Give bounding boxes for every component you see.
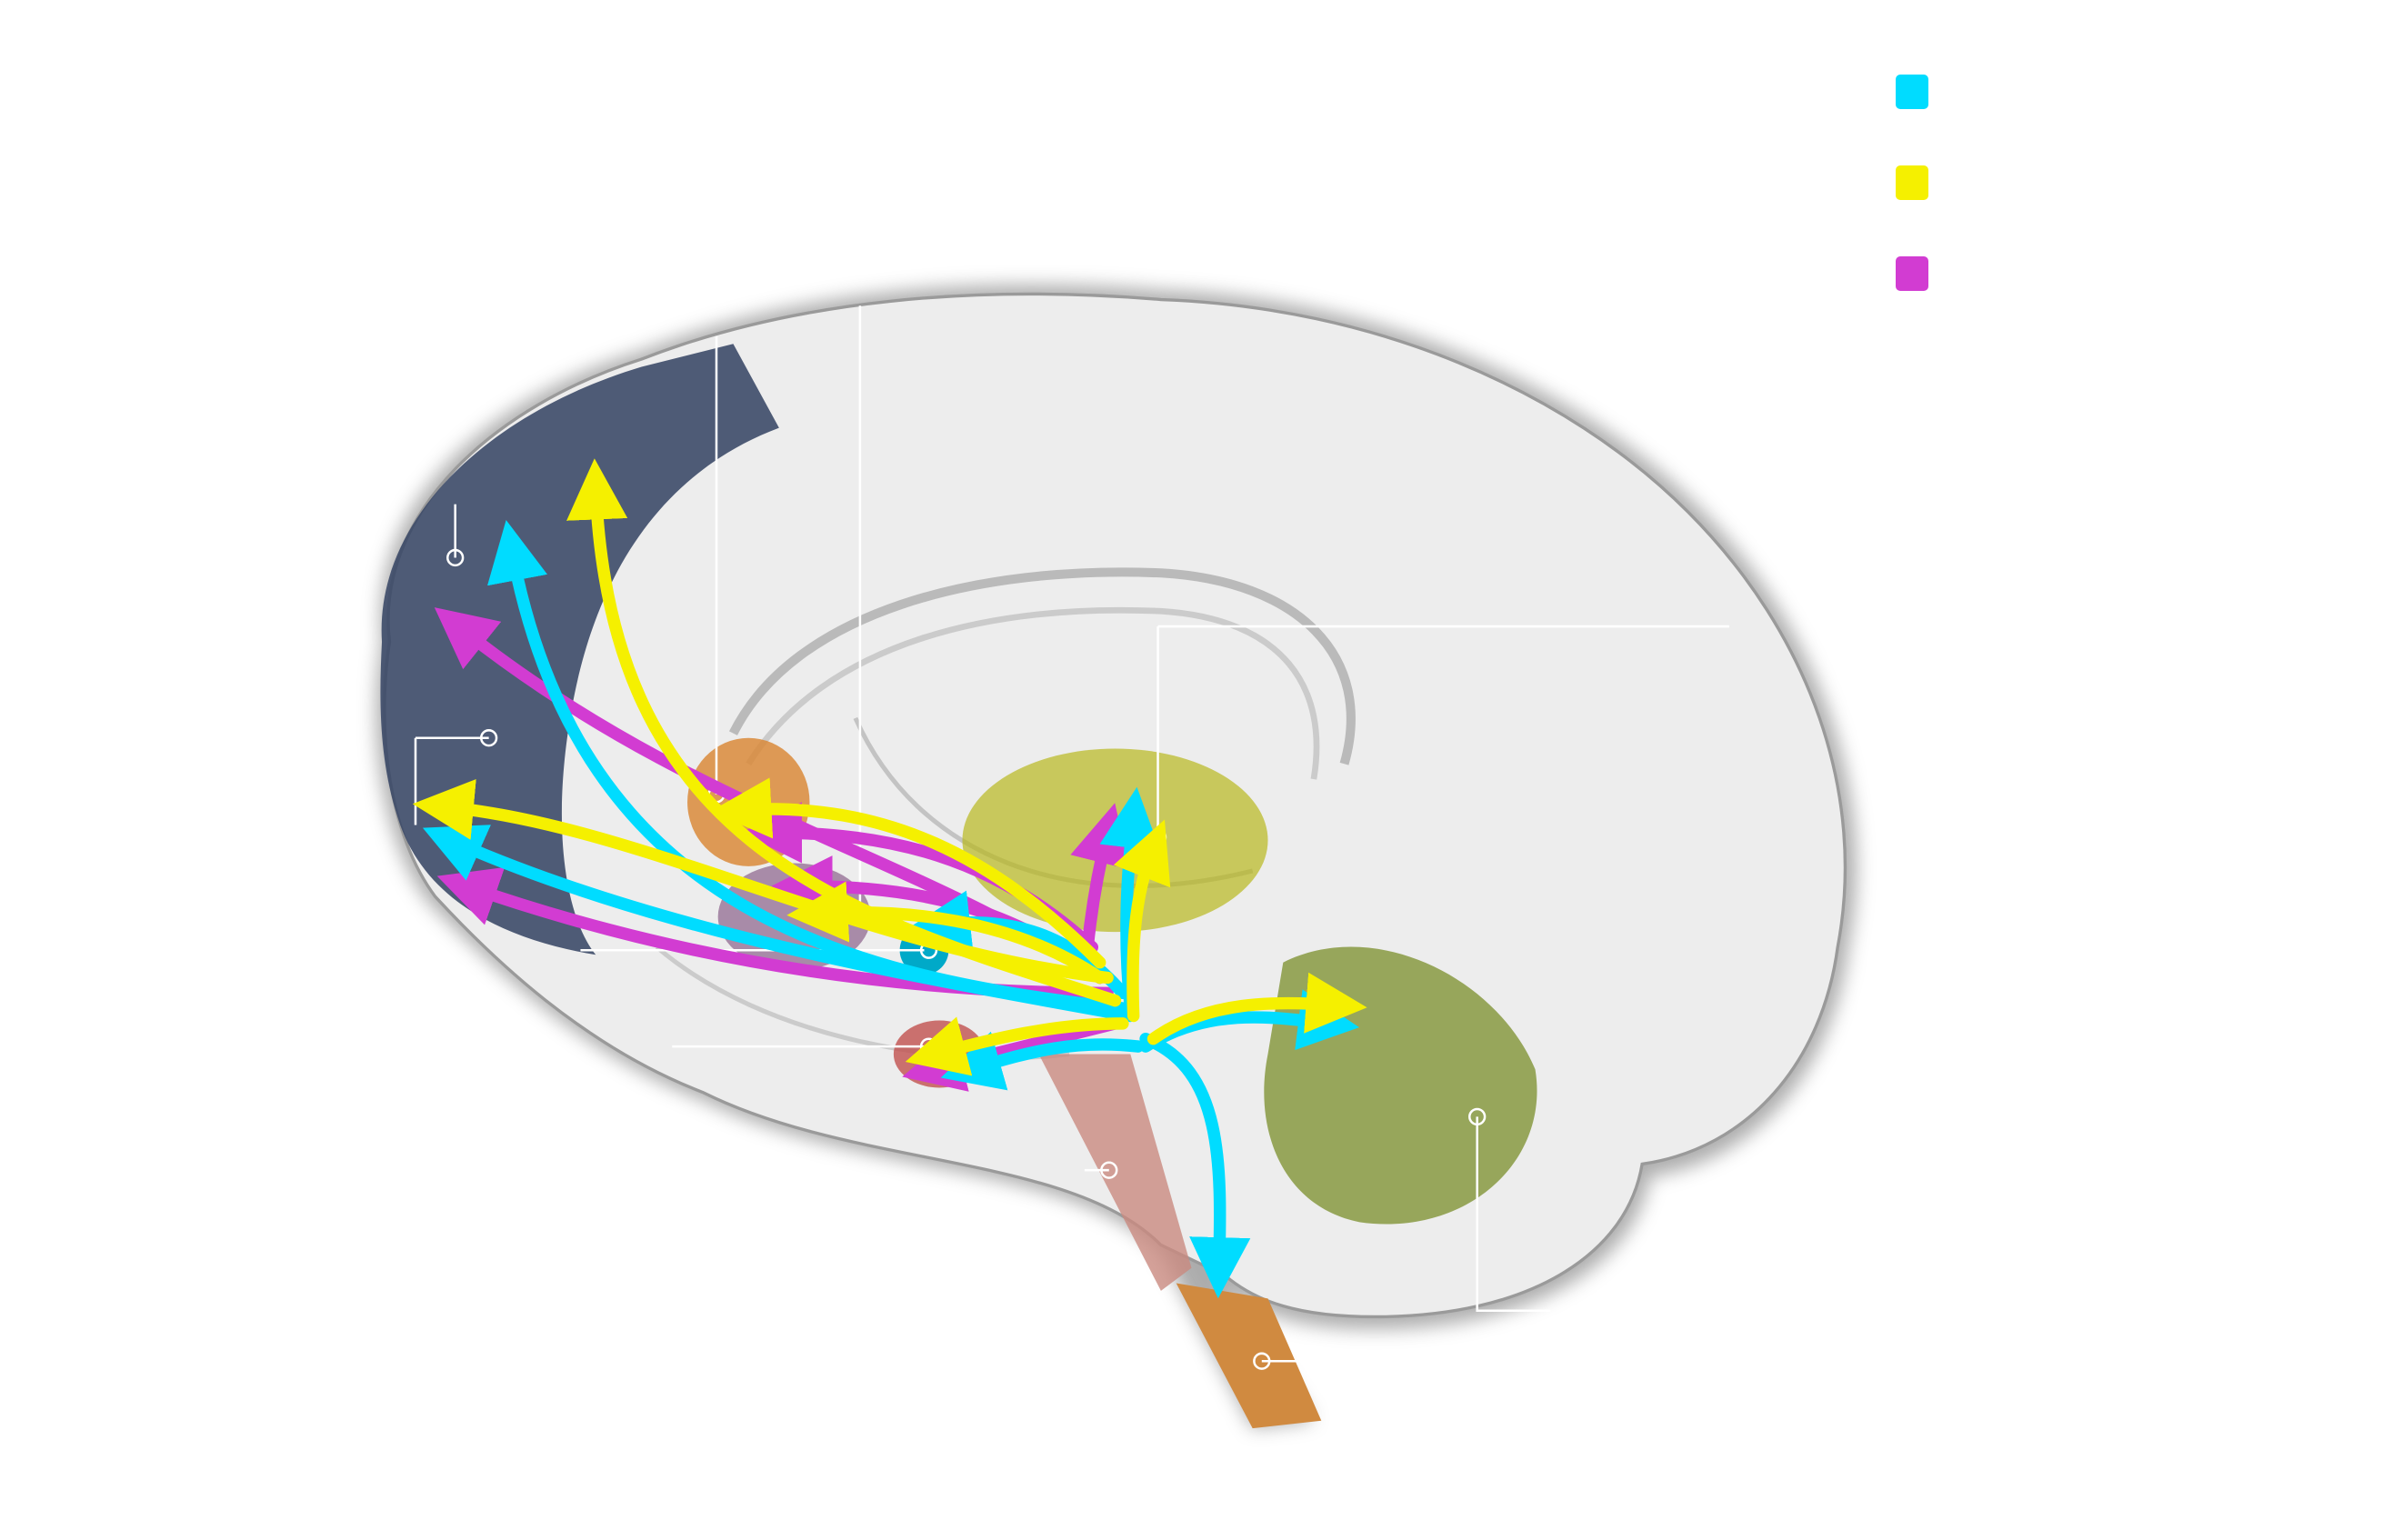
pathway-arrows [412, 458, 1367, 1299]
spinal-region [1176, 1283, 1322, 1429]
legend [1896, 75, 1928, 347]
arrow-cyan [940, 1031, 1145, 1091]
arrow-cyan [422, 825, 1137, 1023]
arrow-yellow [710, 777, 1106, 969]
arrow-yellow [786, 881, 1106, 985]
thalamus-region [962, 748, 1268, 933]
arrow-yellow [412, 778, 1114, 985]
prefrontal-region [380, 344, 779, 955]
legend-swatch-cyan [1896, 75, 1928, 109]
arrow-yellow [905, 1016, 1129, 1076]
leader-lines [414, 305, 1729, 1370]
legend-swatch-magenta [1896, 256, 1928, 291]
arrow-yellow [1146, 972, 1367, 1045]
legend-swatch-yellow [1896, 165, 1928, 200]
arrow-yellow [1113, 819, 1171, 1023]
arrow-cyan [1139, 1032, 1251, 1299]
